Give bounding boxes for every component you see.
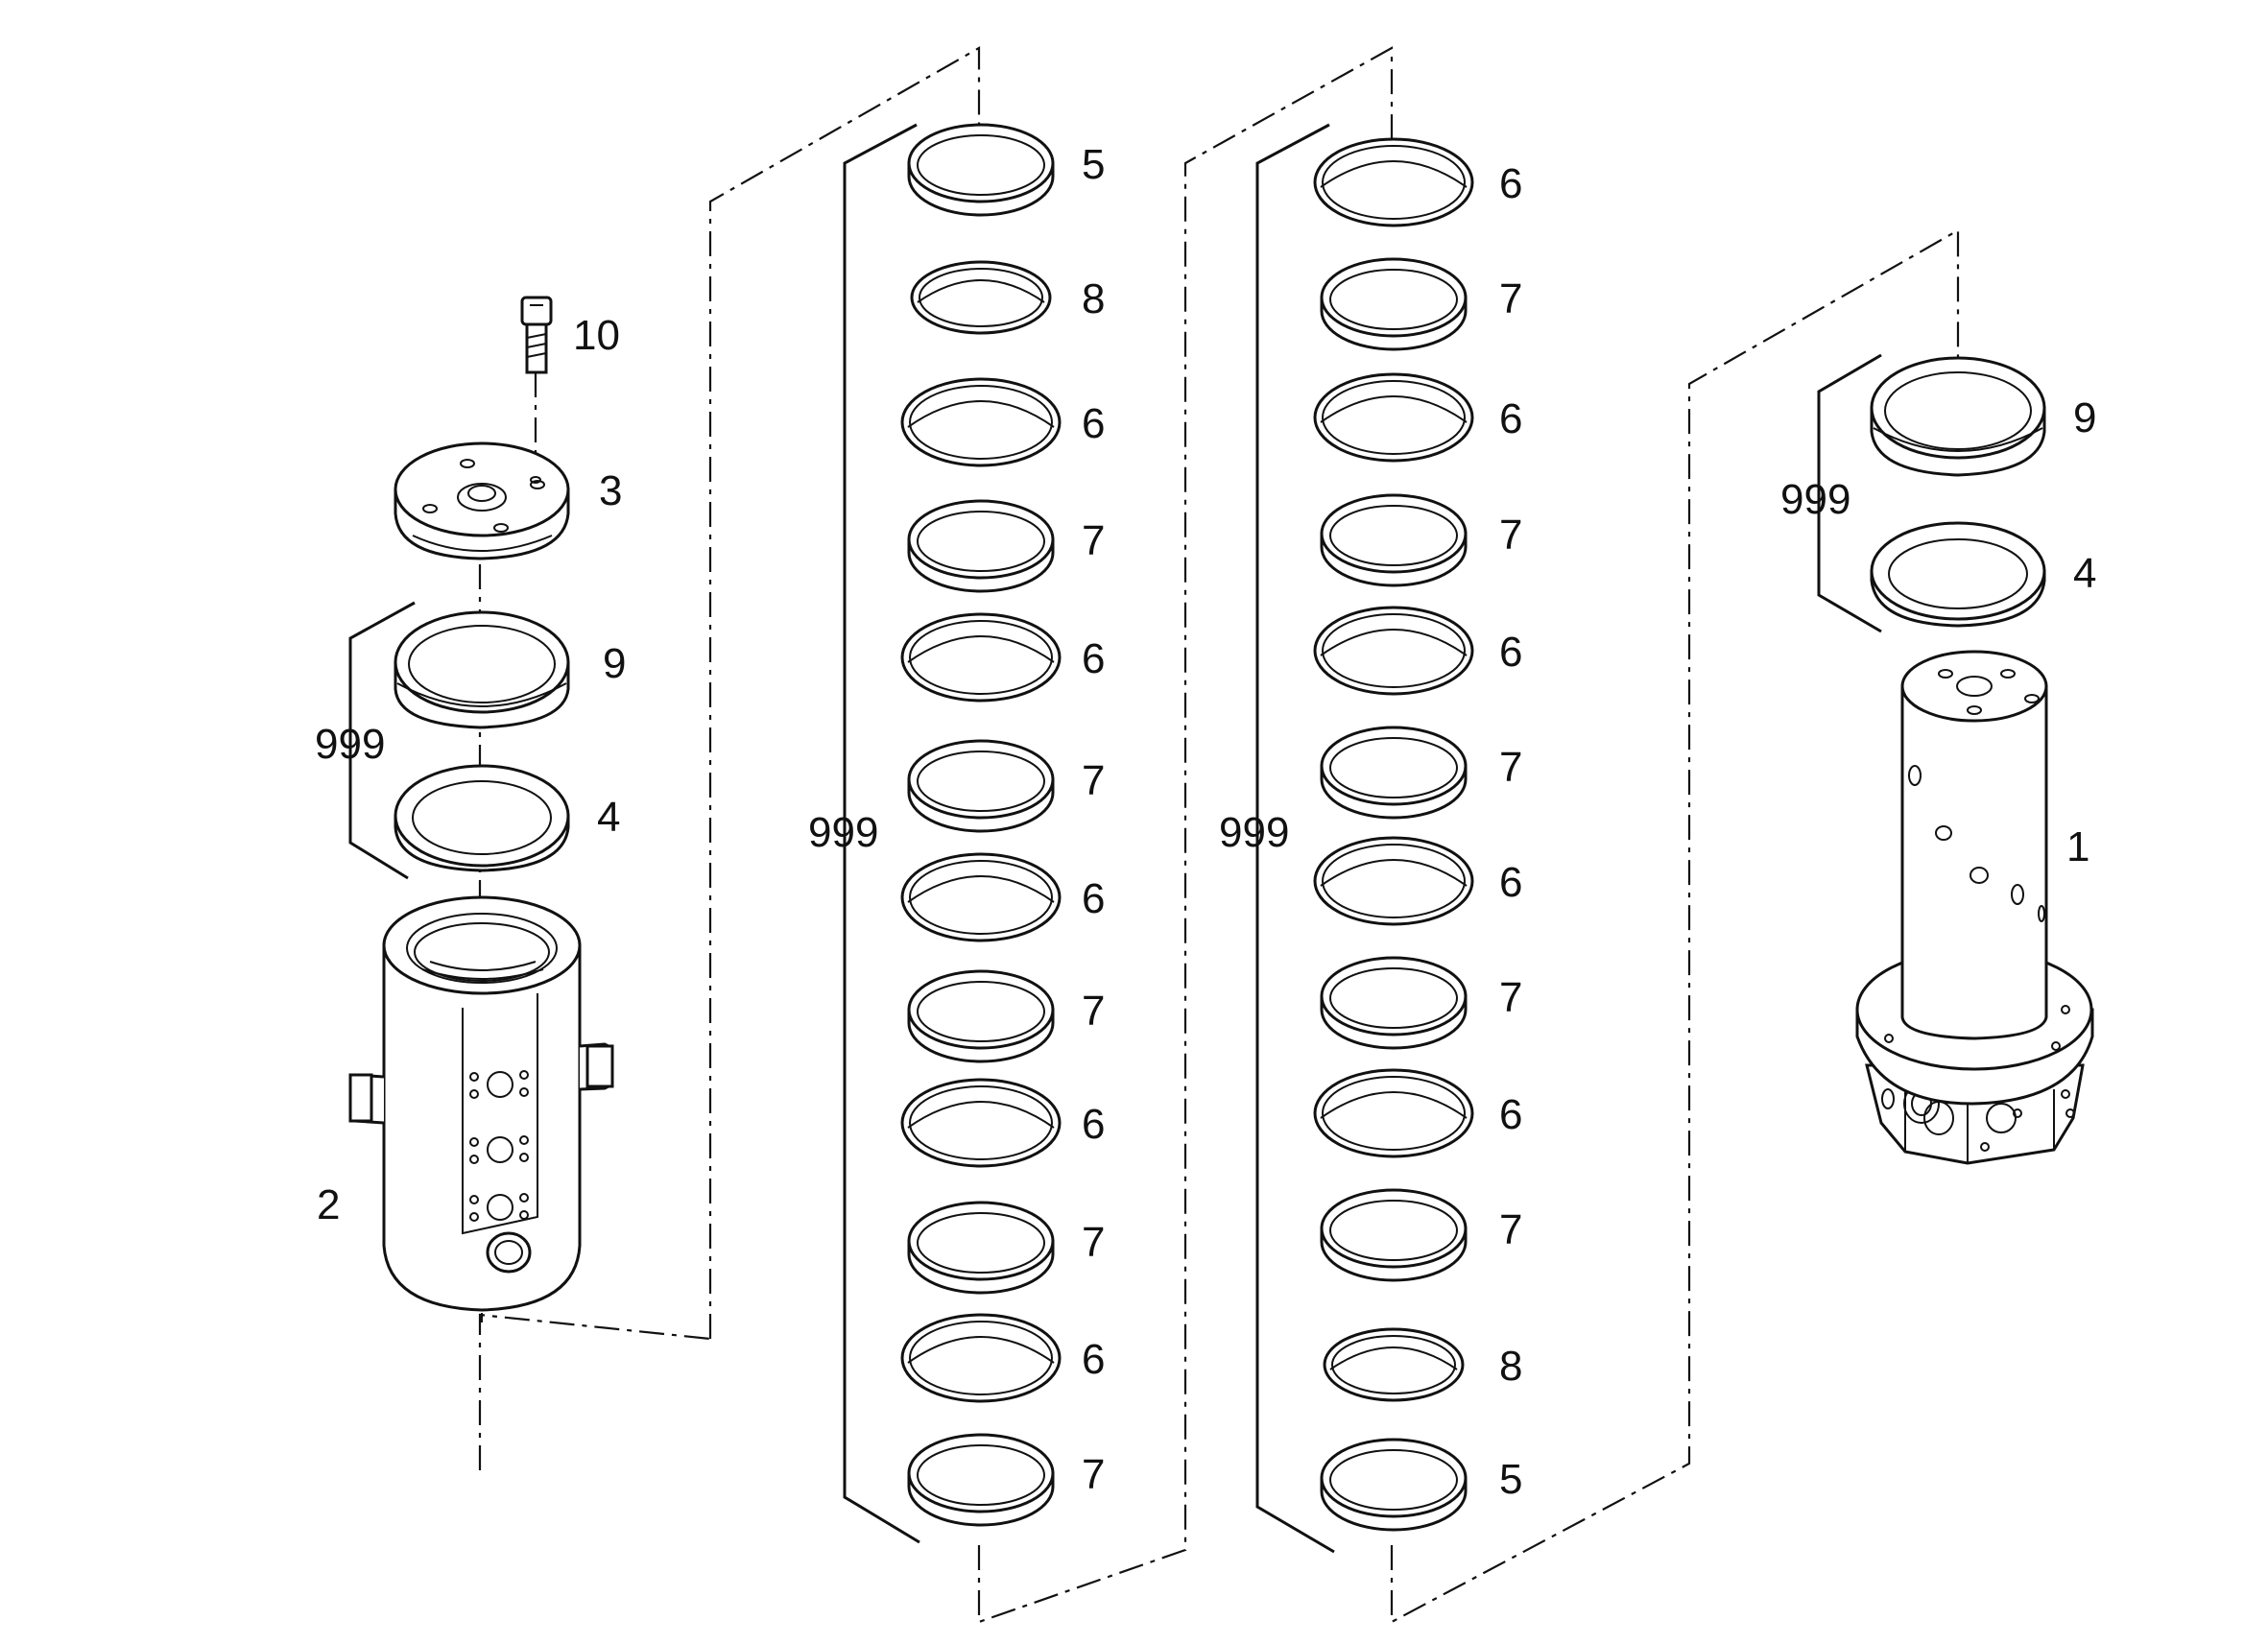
seal-ring-type-6 (900, 852, 1062, 942)
port-holes (469, 1070, 529, 1222)
callout-ring-7: 7 (1082, 1451, 1105, 1498)
seal-ring-left (394, 764, 570, 872)
seal-ring-type-7 (1320, 1188, 1468, 1282)
callout-ring-6: 6 (1082, 635, 1105, 682)
seal-ring-type-6 (900, 612, 1062, 703)
seal-ring-type-6 (1313, 137, 1474, 227)
seal-ring-type-7 (1320, 726, 1468, 820)
callout-shaft: 1 (2066, 823, 2089, 870)
seal-ring-type-7 (907, 1201, 1055, 1295)
seal-ring-type-5 (907, 123, 1055, 217)
seal-ring-type-7 (1320, 956, 1468, 1050)
callout-ring-7: 7 (1082, 1219, 1105, 1266)
seal-ring-type-6 (900, 377, 1062, 467)
callout-ring-6: 6 (1499, 1091, 1522, 1138)
callout-labels: 10 3 9 4 999 2 999 999 9 4 999 1 (315, 312, 2096, 1228)
seal-ring-type-5 (1320, 1438, 1468, 1532)
callout-ring-6: 6 (1499, 395, 1522, 442)
callout-ring-6: 6 (1499, 859, 1522, 906)
callout-cap: 3 (599, 467, 622, 514)
seal-ring-type-7 (907, 739, 1055, 833)
callout-ring-5: 5 (1499, 1456, 1522, 1503)
callout-ring-right-upper: 9 (2073, 394, 2096, 441)
seal-ring-type-7 (907, 969, 1055, 1063)
callout-ring-left-lower: 4 (597, 794, 620, 841)
callout-bolt: 10 (573, 312, 620, 359)
seal-ring-type-6 (900, 1313, 1062, 1403)
seal-ring-type-7 (907, 499, 1055, 593)
callout-ring-6: 6 (1082, 1336, 1105, 1383)
callout-ring-7: 7 (1499, 974, 1522, 1021)
seal-ring-type-8 (910, 260, 1052, 335)
callout-ring-6: 6 (1499, 160, 1522, 207)
callout-housing: 2 (317, 1181, 340, 1228)
seal-ring-type-6 (1313, 372, 1474, 463)
callout-ring-5: 5 (1082, 141, 1105, 188)
callout-ring-7: 7 (1499, 1206, 1522, 1253)
callout-ring-left-upper: 9 (603, 640, 626, 687)
group-bracket-right (1817, 353, 1882, 633)
wiper-ring-left (394, 610, 570, 729)
callout-ring-7: 7 (1499, 275, 1522, 322)
cylinder-housing (348, 895, 614, 1322)
seal-ring-type-6 (1313, 1068, 1474, 1158)
seal-ring-type-6 (1313, 836, 1474, 926)
seal-ring-type-6 (900, 1078, 1062, 1168)
rotary-shaft (1855, 650, 2094, 1165)
seal-ring-type-8 (1323, 1327, 1465, 1402)
callout-group-left: 999 (315, 721, 385, 768)
callout-ring-8: 8 (1082, 275, 1105, 322)
callout-group-right: 999 (1780, 476, 1850, 523)
callout-group-stack-a: 999 (808, 809, 878, 856)
group-bracket-stack-b (1255, 123, 1335, 1554)
seal-ring-type-7 (907, 1433, 1055, 1527)
callout-ring-right-lower: 4 (2073, 550, 2096, 597)
seal-ring-right (1870, 521, 2046, 628)
callout-ring-7: 7 (1499, 744, 1522, 791)
callout-ring-8: 8 (1499, 1343, 1522, 1390)
seal-ring-type-7 (1320, 493, 1468, 587)
callout-ring-6: 6 (1082, 875, 1105, 922)
socket-head-bolt (520, 296, 553, 374)
seal-ring-type-7 (1320, 257, 1468, 351)
callout-ring-7: 7 (1082, 988, 1105, 1035)
callout-ring-6: 6 (1499, 629, 1522, 676)
seal-stack-b: 6 7 6 7 6 7 6 7 6 7 8 5 (1313, 137, 1522, 1532)
callout-ring-7: 7 (1082, 757, 1105, 804)
callout-ring-6: 6 (1082, 400, 1105, 447)
callout-ring-7: 7 (1082, 517, 1105, 564)
seal-ring-type-6 (1313, 606, 1474, 696)
wiper-ring-right (1870, 356, 2046, 477)
group-bracket-stack-a (843, 123, 920, 1544)
group-bracket-left (348, 601, 416, 880)
callout-ring-7: 7 (1499, 512, 1522, 559)
callout-ring-6: 6 (1082, 1101, 1105, 1148)
callout-group-stack-b: 999 (1219, 809, 1289, 856)
seal-stack-a: 5 8 6 7 6 7 6 7 6 7 6 7 (900, 123, 1105, 1527)
end-cap (394, 441, 570, 560)
